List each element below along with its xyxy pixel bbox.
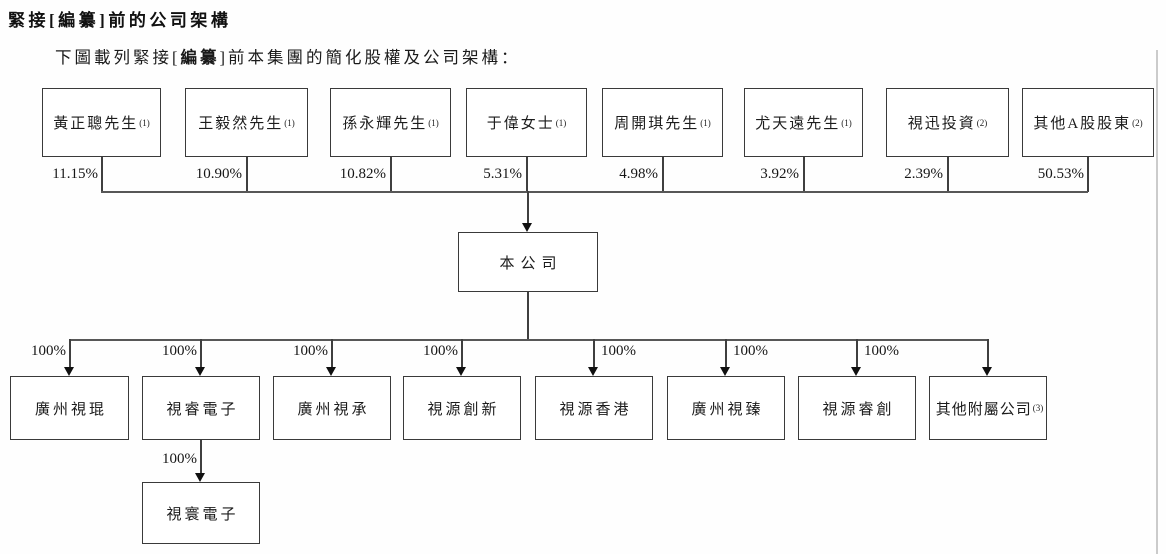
- shareholding-percentage: 4.98%: [619, 166, 658, 182]
- shareholding-percentage: 10.90%: [195, 166, 242, 182]
- arrow-down-icon: [195, 367, 205, 376]
- arrow-down-icon: [326, 367, 336, 376]
- subsidiary-name: 廣州視承: [297, 401, 370, 418]
- shareholder-name: 王毅然先生: [198, 116, 284, 132]
- shareholder-name: 于偉女士: [486, 116, 555, 132]
- connector-line: [246, 157, 248, 192]
- subsidiary-box-1: 廣州視琨: [10, 376, 129, 440]
- shareholder-box-7: 視迅投資(2): [886, 88, 1009, 157]
- company-name: 本公司: [499, 255, 563, 272]
- caption-redacted-term: 編纂: [180, 48, 220, 67]
- connector-line: [461, 339, 463, 367]
- shareholding-percentage: 3.92%: [760, 166, 799, 182]
- shareholder-box-5: 周開琪先生(1): [602, 88, 723, 157]
- subsidiary-box-8: 其他附屬公司(3): [929, 376, 1047, 440]
- connector-bus-line: [101, 191, 1088, 193]
- connector-line: [856, 339, 858, 367]
- ownership-percentage: 100%: [162, 343, 197, 359]
- connector-line: [1087, 157, 1089, 192]
- shareholder-box-8: 其他A股股東(2): [1022, 88, 1154, 157]
- arrow-down-icon: [456, 367, 466, 376]
- ownership-percentage: 100%: [162, 451, 197, 467]
- chart-caption: 下圖載列緊接[編纂]前本集團的簡化股權及公司架構：: [55, 44, 521, 68]
- subsidiary-name: 視源創新: [427, 401, 500, 418]
- arrow-down-icon: [522, 223, 532, 232]
- subsidiary-box-6: 廣州視臻: [667, 376, 785, 440]
- connector-bus-line: [69, 339, 988, 341]
- connector-line: [69, 339, 71, 367]
- shareholding-percentage: 5.31%: [483, 166, 522, 182]
- connector-line: [987, 339, 989, 367]
- arrow-down-icon: [195, 473, 205, 482]
- ownership-percentage: 100%: [601, 343, 636, 359]
- shareholding-percentage: 50.53%: [1037, 166, 1084, 182]
- subsidiary-box-5: 視源香港: [535, 376, 653, 440]
- title-text-suffix: ]前的公司架構: [99, 11, 232, 30]
- parent-company-box: 本公司: [458, 232, 598, 292]
- connector-line: [390, 157, 392, 192]
- subsidiary-box-2: 視睿電子: [142, 376, 260, 440]
- subsidiary-name: 視睿電子: [166, 401, 239, 418]
- subsidiary-name: 視寰電子: [166, 506, 239, 523]
- ownership-percentage: 100%: [864, 343, 899, 359]
- subsidiary-name: 廣州視琨: [34, 401, 107, 418]
- shareholder-box-4: 于偉女士(1): [466, 88, 587, 157]
- connector-line: [526, 157, 528, 192]
- shareholder-name: 孫永輝先生: [342, 116, 428, 132]
- connector-line: [527, 292, 529, 339]
- arrow-down-icon: [720, 367, 730, 376]
- shareholding-percentage: 2.39%: [904, 166, 943, 182]
- shareholder-name: 周開琪先生: [614, 116, 700, 132]
- subsidiary-name: 視源香港: [559, 401, 632, 418]
- shareholder-box-3: 孫永輝先生(1): [330, 88, 451, 157]
- caption-text-suffix: ]前本集團的簡化股權及公司架構：: [219, 48, 521, 67]
- connector-line: [725, 339, 727, 367]
- shareholder-box-6: 尤天遠先生(1): [744, 88, 863, 157]
- ownership-percentage: 100%: [293, 343, 328, 359]
- subsidiary-box-7: 視源睿創: [798, 376, 916, 440]
- subsidiary-name: 廣州視臻: [691, 401, 764, 418]
- shareholding-percentage: 11.15%: [52, 166, 98, 182]
- arrow-down-icon: [851, 367, 861, 376]
- shareholding-percentage: 10.82%: [339, 166, 386, 182]
- arrow-down-icon: [588, 367, 598, 376]
- caption-text-prefix: 下圖載列緊接[: [55, 48, 181, 67]
- connector-line: [101, 157, 103, 192]
- shareholder-name: 視迅投資: [907, 116, 976, 132]
- connector-line: [803, 157, 805, 192]
- connector-line: [200, 339, 202, 367]
- page-edge-line: [1156, 50, 1158, 554]
- shareholder-name: 其他A股股東: [1033, 116, 1132, 132]
- subsidiary-box-3: 廣州視承: [273, 376, 391, 440]
- ownership-percentage: 100%: [31, 343, 66, 359]
- shareholder-name: 尤天遠先生: [755, 116, 841, 132]
- shareholder-name: 黃正聰先生: [53, 116, 139, 132]
- section-title: 緊接[編纂]前的公司架構: [8, 6, 231, 31]
- connector-line: [200, 440, 202, 473]
- connector-line: [331, 339, 333, 367]
- arrow-down-icon: [982, 367, 992, 376]
- title-text-prefix: 緊接[: [8, 11, 59, 30]
- connector-line: [527, 191, 529, 223]
- subsidiary-name: 視源睿創: [822, 401, 895, 418]
- shareholder-box-1: 黃正聰先生(1): [42, 88, 161, 157]
- sub-subsidiary-box: 視寰電子: [142, 482, 260, 544]
- arrow-down-icon: [64, 367, 74, 376]
- subsidiary-name: 其他附屬公司: [935, 401, 1032, 418]
- ownership-percentage: 100%: [733, 343, 768, 359]
- connector-line: [662, 157, 664, 192]
- connector-line: [593, 339, 595, 367]
- title-redacted-term: 編纂: [58, 11, 100, 30]
- connector-line: [947, 157, 949, 192]
- shareholder-box-2: 王毅然先生(1): [185, 88, 308, 157]
- subsidiary-box-4: 視源創新: [403, 376, 521, 440]
- ownership-percentage: 100%: [423, 343, 458, 359]
